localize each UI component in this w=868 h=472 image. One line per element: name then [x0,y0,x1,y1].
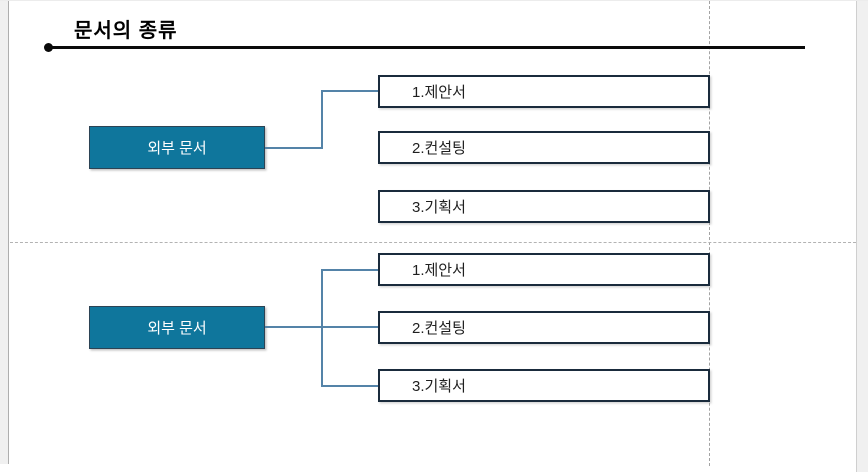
canvas-right-edge [856,1,868,472]
child-box-proposal[interactable]: 1.제안서 [378,75,710,108]
connector-line [321,90,323,149]
connector-line [321,90,378,92]
connector-line [321,269,323,387]
child-box-label: 1.제안서 [412,262,466,279]
child-box-label: 3.기획서 [412,199,466,216]
parent-box-label: 외부 문서 [147,320,207,337]
child-box-label: 2.컨설팅 [412,140,466,157]
connector-line [265,147,322,149]
child-box-label: 1.제안서 [412,84,466,101]
child-box-consulting[interactable]: 2.컨설팅 [378,311,710,344]
slide-title[interactable]: 문서의 종류 [74,20,178,42]
horizontal-guide-line [0,242,856,243]
child-box-planning[interactable]: 3.기획서 [378,369,710,402]
child-box-label: 3.기획서 [412,378,466,395]
child-box-label: 2.컨설팅 [412,320,466,337]
vertical-guide-line [709,1,710,466]
title-underline [48,46,805,49]
connector-line [321,269,378,271]
child-box-proposal[interactable]: 1.제안서 [378,253,710,286]
child-box-consulting[interactable]: 2.컨설팅 [378,131,710,164]
parent-box-external-docs[interactable]: 외부 문서 [89,126,265,169]
parent-box-external-docs[interactable]: 외부 문서 [89,306,265,349]
connector-line [321,385,378,387]
parent-box-label: 외부 문서 [147,140,207,157]
canvas-left-edge [0,1,9,464]
child-box-planning[interactable]: 3.기획서 [378,190,710,223]
